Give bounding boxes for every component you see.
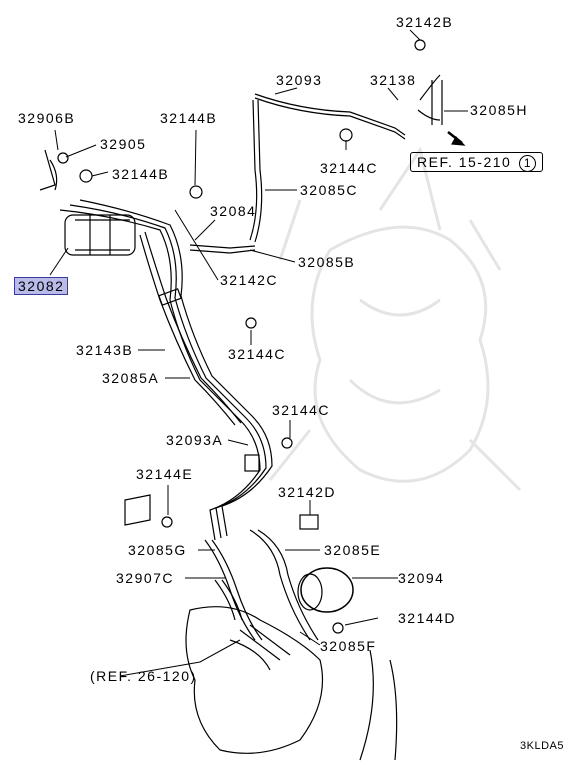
label-32138: 32138 xyxy=(370,72,417,88)
label-32144B-b: 32144B xyxy=(112,166,170,182)
hose-32085H xyxy=(417,74,443,125)
ref1-text: REF. 15-210 xyxy=(417,154,512,170)
ref-26-120: (REF. 26-120) xyxy=(90,668,197,684)
ref-15-210: REF. 15-210 1 xyxy=(410,152,543,172)
label-32085B: 32085B xyxy=(298,254,356,270)
bundle-upper xyxy=(59,209,261,541)
ref1-circle: 1 xyxy=(518,155,536,172)
return-pipe-32093 xyxy=(254,93,406,136)
bracket-32906B xyxy=(39,149,58,191)
label-32144C-c: 32144C xyxy=(272,402,331,418)
label-32142D: 32142D xyxy=(278,484,337,500)
label-32094: 32094 xyxy=(398,570,445,586)
label-32143B: 32143B xyxy=(76,342,134,358)
label-32093A: 32093A xyxy=(166,432,224,448)
label-32082: 32082 xyxy=(14,277,69,295)
label-32144B-a: 32144B xyxy=(160,110,218,126)
hoses xyxy=(39,39,466,761)
label-32093: 32093 xyxy=(276,72,323,88)
clamp-32093A xyxy=(244,454,260,472)
fitting-32084 xyxy=(189,244,256,254)
hose-32907C xyxy=(214,579,243,621)
clamp-32142D xyxy=(299,514,319,530)
watermark-logo xyxy=(268,146,522,492)
hose-32085E xyxy=(249,529,311,641)
label-32085G: 32085G xyxy=(128,542,187,558)
clamp-32143B xyxy=(158,288,182,306)
diagram-code: 3KLDA5 xyxy=(520,740,564,752)
pump-housing xyxy=(185,606,324,754)
label-32905: 32905 xyxy=(100,136,147,152)
label-32906B: 32906B xyxy=(18,110,76,126)
label-32085H: 32085H xyxy=(470,102,529,118)
label-32085A: 32085A xyxy=(102,370,160,386)
label-32144D: 32144D xyxy=(398,610,457,626)
hose-32085C xyxy=(249,99,263,243)
tank-32082 xyxy=(64,214,136,256)
label-32142C: 32142C xyxy=(220,272,279,288)
label-32085F: 32085F xyxy=(320,638,377,654)
label-32144E: 32144E xyxy=(136,466,194,482)
label-32084: 32084 xyxy=(210,203,257,219)
label-32142B-top: 32142B xyxy=(396,14,454,30)
label-32085C: 32085C xyxy=(300,182,359,198)
label-32144C-b: 32144C xyxy=(228,346,287,362)
reservoir-32094 xyxy=(300,567,354,613)
leader-lines xyxy=(49,29,468,677)
label-32144C-a: 32144C xyxy=(320,160,379,176)
label-32907C: 32907C xyxy=(116,570,175,586)
hose-32085G xyxy=(204,539,256,641)
label-32085E: 32085E xyxy=(324,542,382,558)
